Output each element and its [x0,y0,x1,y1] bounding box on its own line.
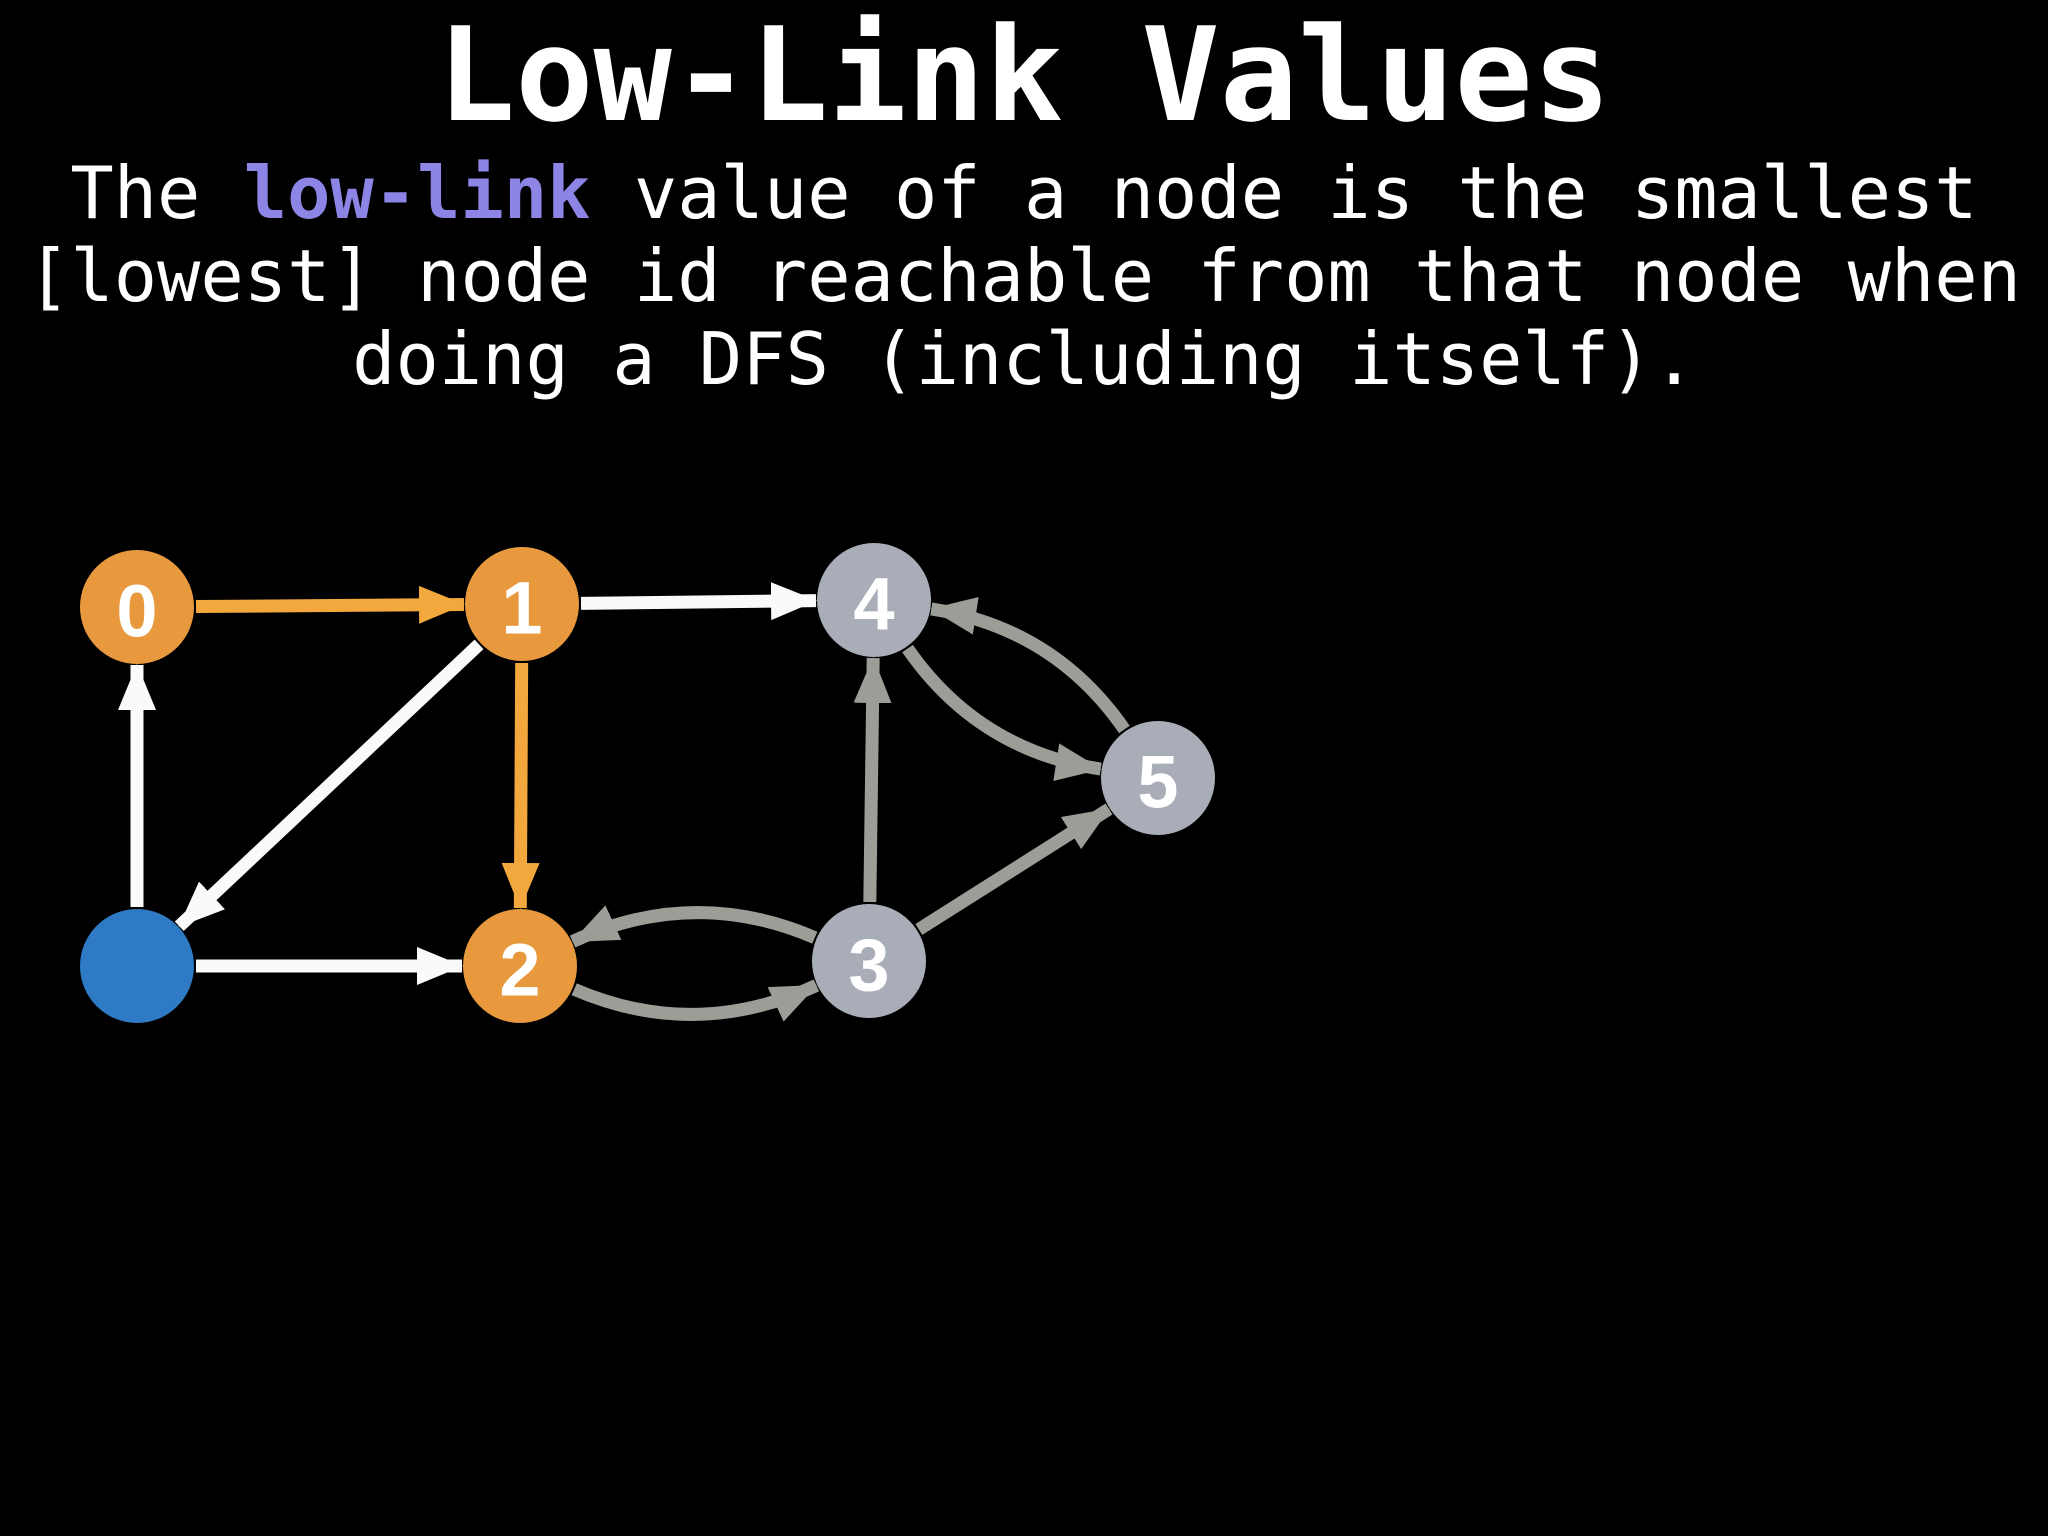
low-link-highlight: low-link [243,151,591,235]
node-label-1: 1 [501,567,542,650]
description-line-1: The low-link value of a node is the smal… [0,152,2048,235]
edge-3-5 [915,803,1113,935]
description-line-2: [lowest] node id reachable from that nod… [27,234,2021,318]
node-label-0: 0 [116,570,157,653]
description-line-1-post: value of a node is the smallest [590,151,1978,235]
edge-3-2 [569,905,818,948]
graph-node-blue [80,909,194,1023]
graph-node-1: 1 [465,547,579,661]
page-title: Low-Link Values [437,0,1611,151]
graph-node-0: 0 [80,550,194,664]
edge-3-4 [853,656,892,903]
edge-5-4 [930,597,1130,734]
graph-node-5: 5 [1101,721,1215,835]
description-line-1-pre: The [70,151,244,235]
description-line-3: doing a DFS (including itself). [352,317,1696,401]
edge-4-5 [902,644,1102,781]
node-circle-1 [465,547,579,661]
node-label-4: 4 [853,563,894,646]
edge-1-2 [501,662,540,910]
node-label-5: 5 [1137,741,1178,824]
edge-1-4 [580,582,818,621]
graph-node-4: 4 [817,543,931,657]
node-circle-blue [80,909,194,1023]
node-circle-5 [1101,721,1215,835]
node-label-3: 3 [848,924,889,1007]
node-circle-0 [80,550,194,664]
description: The low-link value of a node is the smal… [0,152,2048,401]
edge-2-3 [571,979,820,1022]
node-circle-3 [812,904,926,1018]
edge-0-1 [195,585,466,624]
node-circle-2 [463,909,577,1023]
edge-1-blue [174,639,484,932]
graph-node-3: 3 [812,904,926,1018]
graph-node-2: 2 [463,909,577,1023]
node-circle-4 [817,543,931,657]
node-label-2: 2 [499,929,540,1012]
